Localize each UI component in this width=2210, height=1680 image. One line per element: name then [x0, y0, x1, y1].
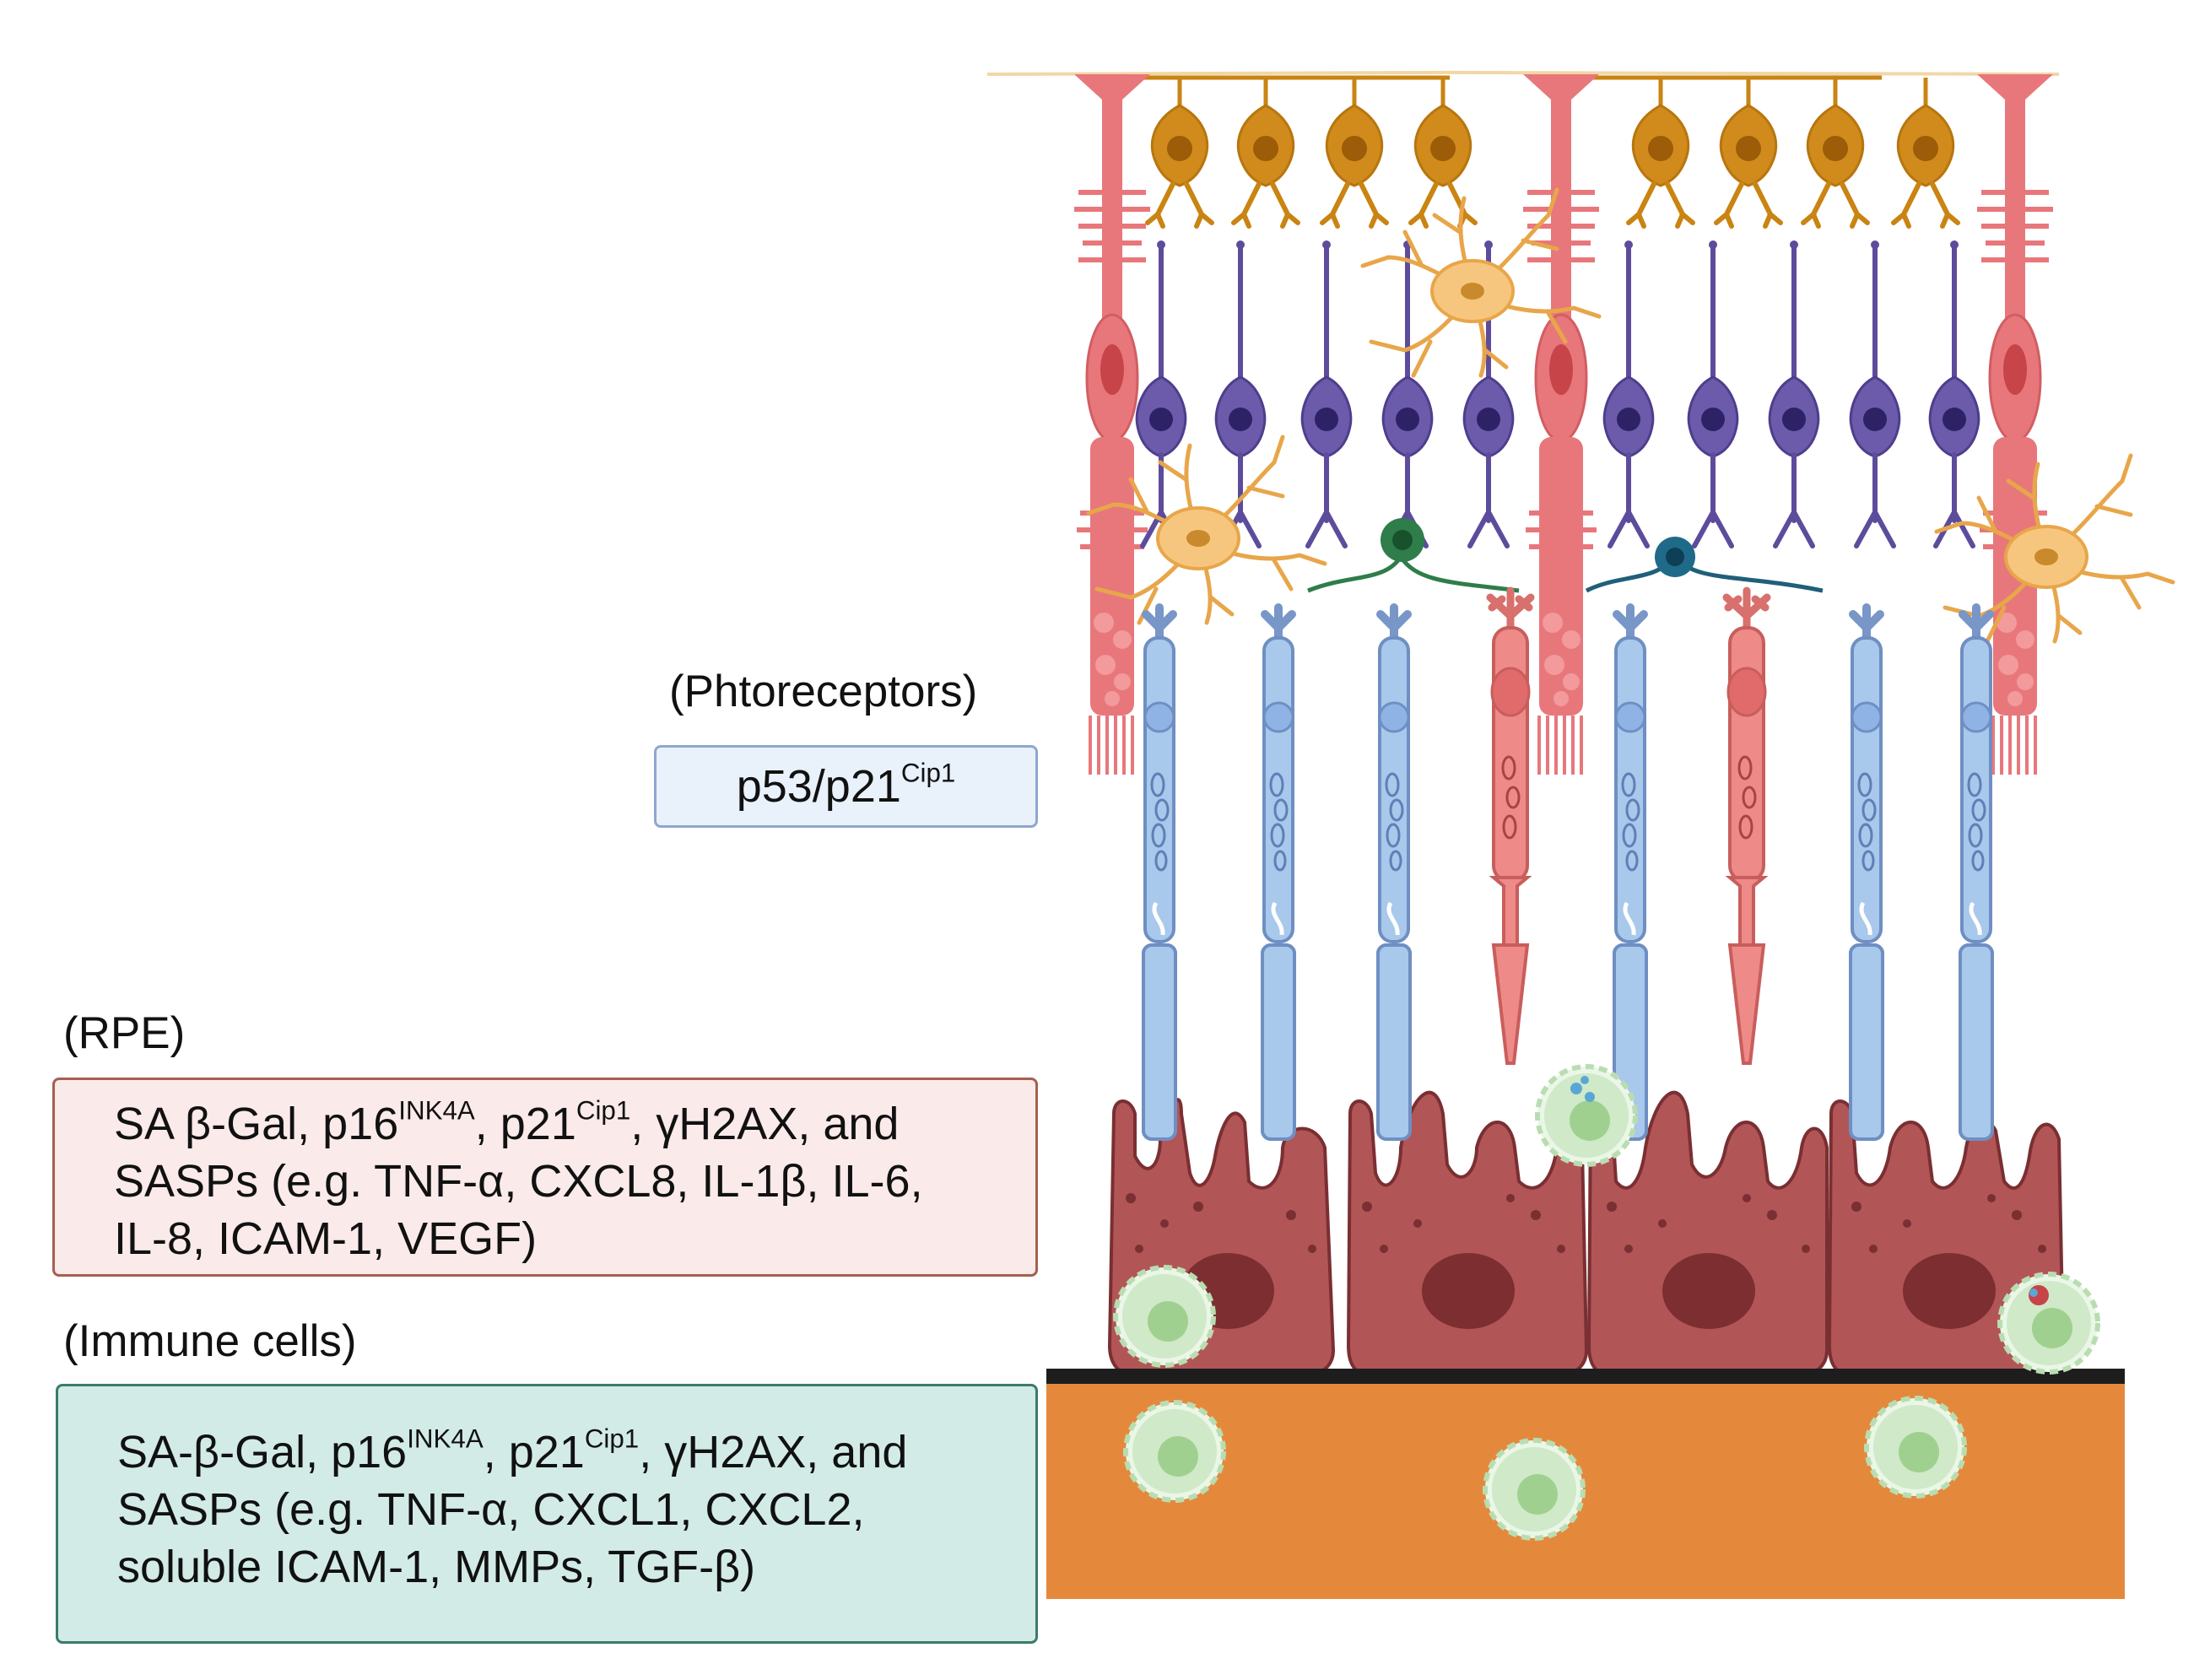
rpe-pigment — [1126, 1193, 2046, 1253]
horizontal-cells — [1307, 518, 1824, 593]
outer-segments — [1142, 943, 1994, 1141]
immune-cells — [1116, 1067, 2098, 1538]
photoreceptors-heading: (Phtoreceptors) — [669, 667, 978, 716]
photoreceptors-marker-box: p53/p21Cip1 — [654, 745, 1038, 828]
photoreceptors-marker: p53/p21Cip1 — [736, 758, 956, 812]
rpe-heading: (RPE) — [63, 1008, 186, 1058]
immune-heading: (Immune cells) — [63, 1316, 357, 1366]
immune-marker-line: SASPs (e.g. TNF-α, CXCL1, CXCL2, — [117, 1484, 865, 1535]
rpe-marker-line: SASPs (e.g. TNF-α, CXCL8, IL-1β, IL-6, — [114, 1156, 923, 1207]
immune-marker-line: soluble ICAM-1, MMPs, TGF-β) — [117, 1542, 756, 1592]
immune-marker-line: SA-β-Gal, p16INK4A, p21Cip1, γH2AX, and — [117, 1423, 908, 1477]
rpe-marker-line: SA β-Gal, p16INK4A, p21Cip1, γH2AX, and — [114, 1095, 900, 1149]
bruchs-membrane — [1046, 1369, 2125, 1384]
rpe-marker-line: IL-8, ICAM-1, VEGF) — [114, 1213, 538, 1264]
